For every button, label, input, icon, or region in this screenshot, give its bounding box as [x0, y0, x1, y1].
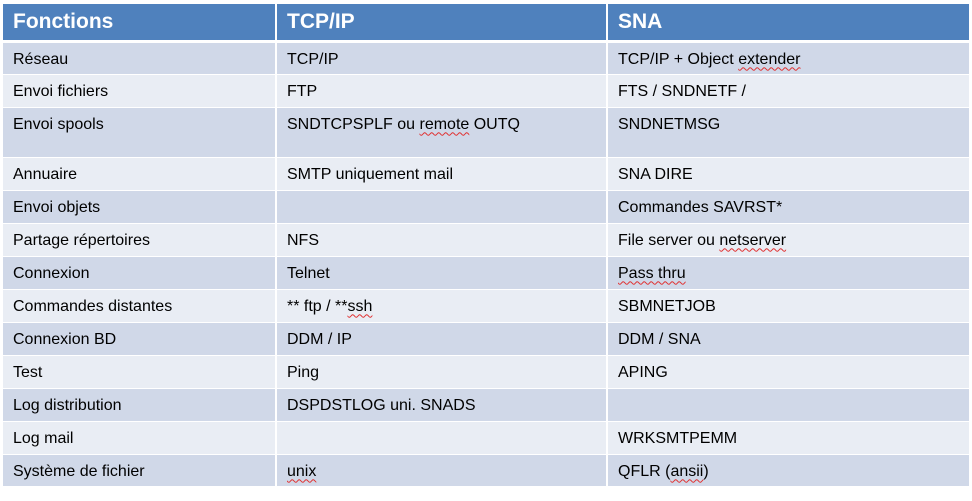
spellcheck-word: Pass thru [618, 264, 686, 282]
cell-fonction: Réseau [3, 41, 277, 75]
cell-text: File server ou [618, 231, 720, 249]
spellcheck-word: ansii [670, 462, 704, 480]
cell-tcpip: Telnet [276, 256, 608, 290]
cell-sna: TCP/IP + Object extender [607, 41, 969, 75]
header-sna: SNA [607, 4, 969, 43]
cell-sna: QFLR (ansii) [607, 454, 969, 487]
table-row: Envoi objets Commandes SAVRST* [3, 190, 969, 224]
cell-tcpip [276, 190, 608, 224]
cell-sna: Pass thru [607, 256, 969, 290]
table-row: Log mail WRKSMTPEMM [3, 421, 969, 455]
cell-sna [607, 388, 969, 422]
cell-text: TCP/IP + Object [618, 50, 739, 68]
spellcheck-word: remote [419, 115, 470, 133]
cell-fonction: Connexion [3, 256, 277, 290]
cell-tcpip: Ping [276, 355, 608, 389]
table-row: Log distribution DSPDSTLOG uni. SNADS [3, 388, 969, 422]
spellcheck-word: ssh [347, 297, 373, 315]
header-row: Fonctions TCP/IP SNA [3, 4, 969, 43]
cell-sna: File server ou netserver [607, 223, 969, 257]
cell-fonction: Envoi objets [3, 190, 277, 224]
table-row: Envoi spools SNDTCPSPLF ou remote OUTQ S… [3, 107, 969, 158]
cell-fonction: Annuaire [3, 157, 277, 191]
table-row: Envoi fichiers FTP FTS / SNDNETF / [3, 74, 969, 108]
cell-fonction: Envoi spools [3, 107, 277, 158]
cell-tcpip: DSPDSTLOG uni. SNADS [276, 388, 608, 422]
cell-tcpip: NFS [276, 223, 608, 257]
table-row: Connexion BD DDM / IP DDM / SNA [3, 322, 969, 356]
cell-fonction: Envoi fichiers [3, 74, 277, 108]
spellcheck-word: netserver [719, 231, 787, 249]
cell-tcpip: DDM / IP [276, 322, 608, 356]
cell-tcpip [276, 421, 608, 455]
cell-tcpip: SMTP uniquement mail [276, 157, 608, 191]
header-tcpip: TCP/IP [276, 4, 608, 43]
cell-fonction: Connexion BD [3, 322, 277, 356]
cell-text: SNDTCPSPLF ou [287, 115, 420, 133]
cell-text: ) [703, 462, 709, 480]
table-row: Système de fichier unix QFLR (ansii) [3, 454, 969, 487]
cell-tcpip: TCP/IP [276, 41, 608, 75]
cell-sna: FTS / SNDNETF / [607, 74, 969, 108]
cell-sna: WRKSMTPEMM [607, 421, 969, 455]
cell-fonction: Test [3, 355, 277, 389]
cell-fonction: Système de fichier [3, 454, 277, 487]
cell-text: ** ftp / ** [287, 297, 348, 315]
header-fonctions: Fonctions [3, 4, 277, 43]
spellcheck-word: extender [738, 50, 801, 68]
table-row: Connexion Telnet Pass thru [3, 256, 969, 290]
comparison-table-container: Fonctions TCP/IP SNA Réseau TCP/IP TCP/I… [3, 4, 969, 487]
cell-tcpip: unix [276, 454, 608, 487]
comparison-table: Fonctions TCP/IP SNA Réseau TCP/IP TCP/I… [3, 4, 969, 487]
cell-tcpip: SNDTCPSPLF ou remote OUTQ [276, 107, 608, 158]
table-row: Réseau TCP/IP TCP/IP + Object extender [3, 41, 969, 75]
cell-sna: SNDNETMSG [607, 107, 969, 158]
cell-tcpip: ** ftp / **ssh [276, 289, 608, 323]
table-row: Commandes distantes ** ftp / **ssh SBMNE… [3, 289, 969, 323]
cell-sna: SNA DIRE [607, 157, 969, 191]
cell-tcpip: FTP [276, 74, 608, 108]
cell-sna: APING [607, 355, 969, 389]
cell-fonction: Log distribution [3, 388, 277, 422]
cell-sna: SBMNETJOB [607, 289, 969, 323]
table-row: Test Ping APING [3, 355, 969, 389]
spellcheck-word: unix [287, 462, 317, 480]
cell-fonction: Commandes distantes [3, 289, 277, 323]
cell-text: OUTQ [469, 115, 520, 133]
cell-text: QFLR ( [618, 462, 671, 480]
cell-sna: Commandes SAVRST* [607, 190, 969, 224]
cell-sna: DDM / SNA [607, 322, 969, 356]
cell-fonction: Log mail [3, 421, 277, 455]
cell-fonction: Partage répertoires [3, 223, 277, 257]
table-row: Partage répertoires NFS File server ou n… [3, 223, 969, 257]
table-row: Annuaire SMTP uniquement mail SNA DIRE [3, 157, 969, 191]
